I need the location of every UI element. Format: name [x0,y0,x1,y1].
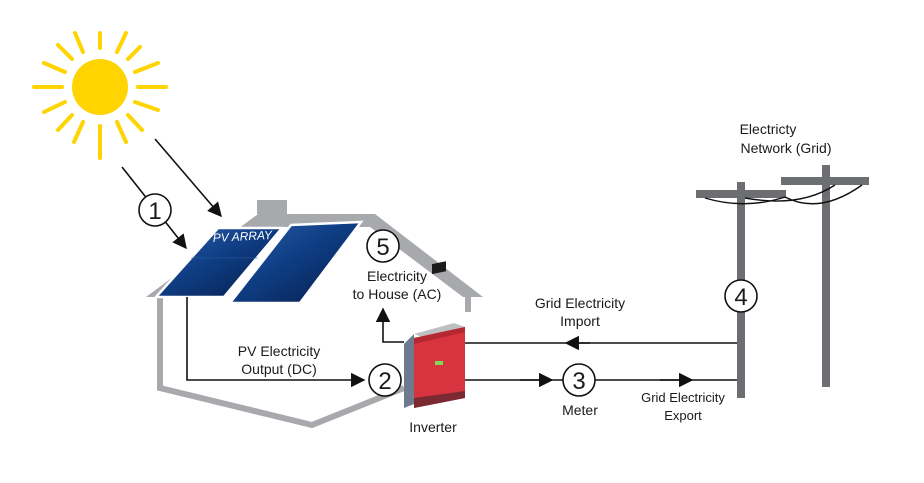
sunlight-arrow-2 [154,138,222,218]
step-4-marker: 4 [724,279,758,313]
electricity-to-house-label-line2: to House (AC) [353,286,442,302]
ac-to-house-wire [375,307,404,343]
utility-poles [696,165,869,398]
grid-import-label-line2: Import [560,313,600,329]
inverter-label: Inverter [409,419,457,435]
network-label-line1: Electricty [740,121,797,137]
meter-label: Meter [562,402,598,418]
grid-export-label-line1: Grid Electricity [641,390,725,405]
step-2-marker: 2 [368,363,402,397]
step-5-number: 5 [376,234,389,261]
step-3-number: 3 [572,368,585,395]
pv-output-label-line2: Output (DC) [241,361,316,377]
pv-output-label-line1: PV Electricity [238,343,320,359]
step-4-number: 4 [734,284,747,311]
step-2-number: 2 [378,368,391,395]
electricity-to-house-label-line1: Electricity [367,268,427,284]
inverter-device [404,261,465,408]
dc-output-wire [186,297,366,388]
network-label-line2: Network (Grid) [740,140,831,156]
grid-export-label-line2: Export [664,408,702,423]
grid-import-label-line1: Grid Electricity [535,295,625,311]
pv-array-label: PV ARRAY [212,228,273,245]
pv-array-panels [153,220,364,305]
step-1-marker: 1 [138,193,172,227]
step-3-marker: 3 [562,363,596,397]
step-5-marker: 5 [366,229,400,263]
step-1-number: 1 [148,198,161,225]
sun-icon [32,31,168,160]
